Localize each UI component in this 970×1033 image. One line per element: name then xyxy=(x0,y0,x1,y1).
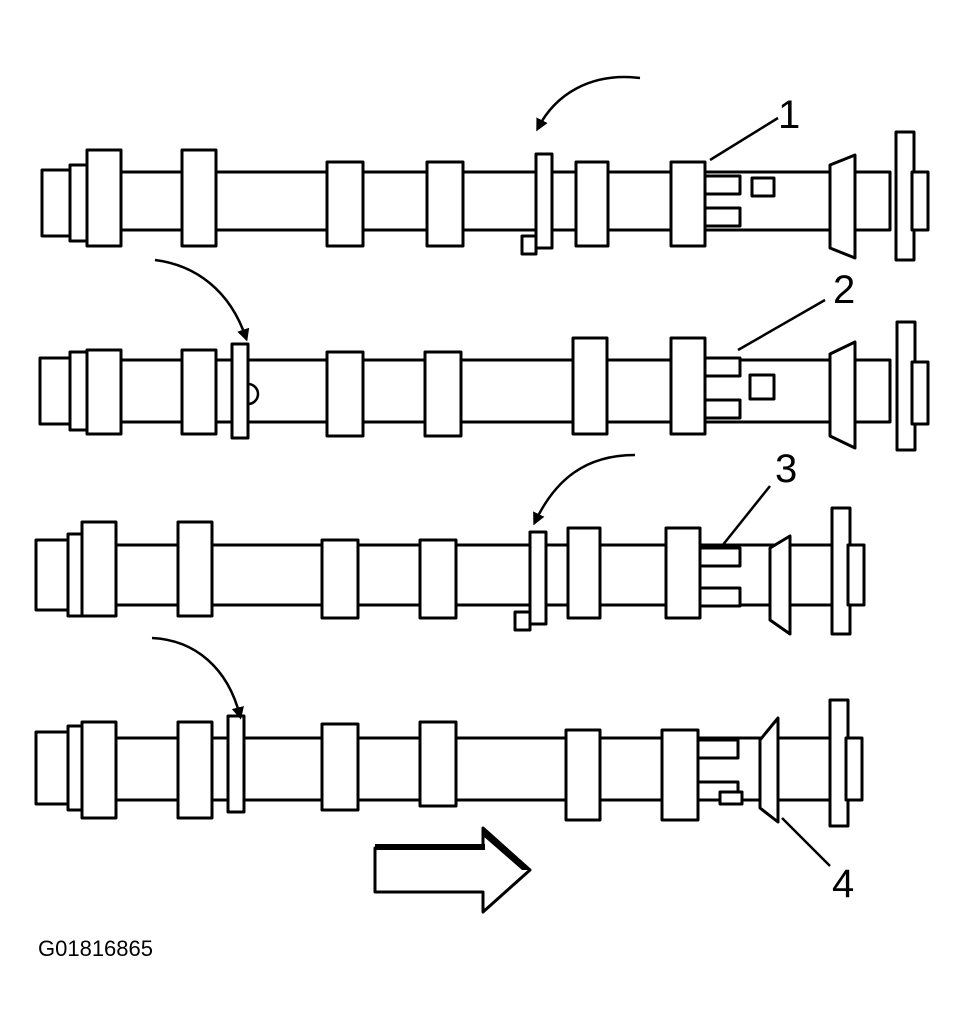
figure-id-label: G01816865 xyxy=(38,936,153,961)
callout-leader-1 xyxy=(709,116,779,162)
direction-arrow xyxy=(373,826,532,914)
callout-leader-3 xyxy=(721,485,771,547)
callout-leader-4 xyxy=(781,817,831,867)
callout-3-label: 3 xyxy=(775,447,797,491)
camshaft-2 xyxy=(38,320,930,452)
callout-leader-2 xyxy=(737,298,826,352)
camshaft-4 xyxy=(34,698,864,828)
callout-1-label: 1 xyxy=(778,93,800,137)
callout-4-label: 4 xyxy=(832,862,854,906)
rotation-arrow-2 xyxy=(154,258,250,342)
rotation-arrow-4 xyxy=(151,636,244,720)
camshaft-3 xyxy=(34,506,866,636)
rotation-arrow-3 xyxy=(533,453,636,526)
camshaft-1 xyxy=(40,130,930,262)
rotation-arrow-1 xyxy=(536,75,641,132)
callout-2-label: 2 xyxy=(833,268,855,312)
